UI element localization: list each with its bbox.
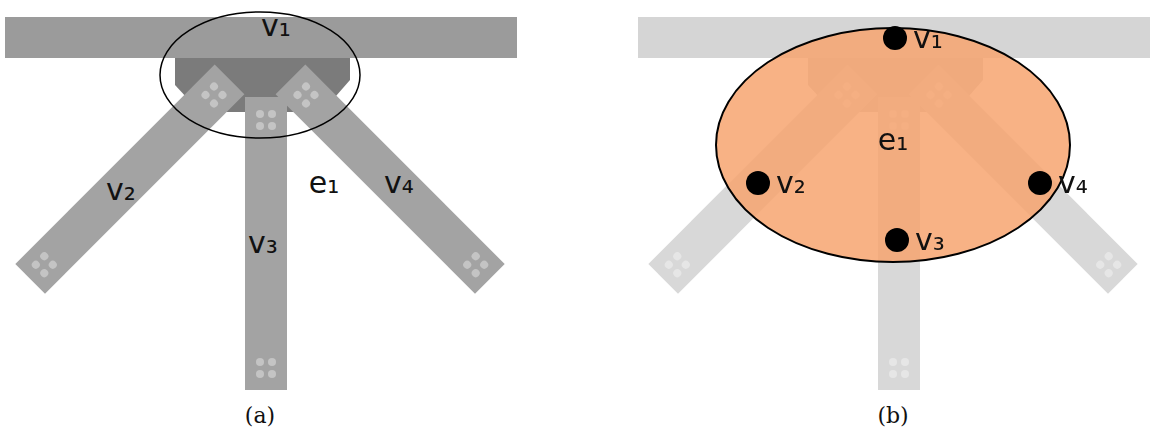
dot-shape [885,228,909,252]
panel-caption: (a) [245,405,275,427]
vertex-label: v₂ [776,168,806,198]
vertex-label: v₃ [915,225,945,255]
edge-label: e₁ [878,125,908,155]
vertex-label: v₁ [261,11,291,41]
joint-illustration-a [5,12,517,390]
vertex-dot: v₃ [885,228,909,252]
vertex-label: v₄ [384,168,414,198]
edge-label: e₁ [309,168,339,198]
panel-caption: (b) [877,405,908,427]
dot-shape [1028,171,1052,195]
vertex-dot: v₁ [883,26,907,50]
joint-illustration-b [638,17,1150,390]
hyperedge-ellipse: e₁ v₁ v₂ v₃ v₄ [715,27,1071,263]
dot-shape [746,171,770,195]
vertex-label: v₁ [913,23,943,53]
vertex-label: v₄ [1058,168,1088,198]
vertex-label: v₃ [248,228,278,258]
dot-shape [883,26,907,50]
vertex-dot: v₄ [1028,171,1052,195]
vertex-dot: v₂ [746,171,770,195]
vertex-label: v₂ [106,175,136,205]
